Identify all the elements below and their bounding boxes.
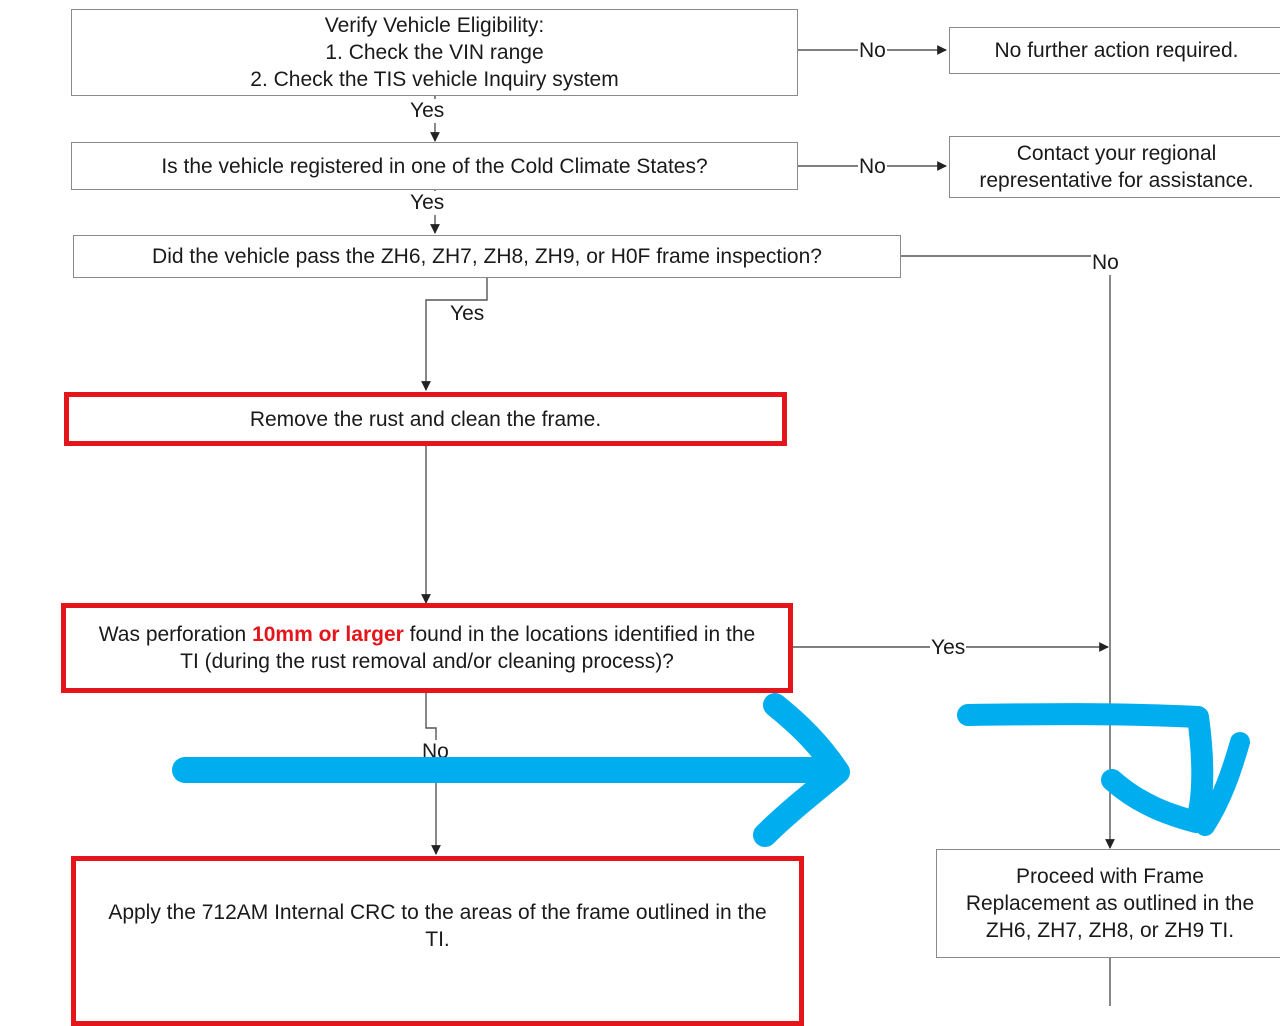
- node-text-line: Contact your regional: [1016, 142, 1217, 165]
- edge-label-verify-yes: Yes: [409, 99, 446, 123]
- node-frame-inspection-question: Did the vehicle pass the ZH6, ZH7, ZH8, …: [73, 235, 901, 278]
- node-contact-representative: Contact your regional representative for…: [949, 136, 1280, 198]
- node-text-line: Did the vehicle pass the ZH6, ZH7, ZH8, …: [152, 245, 822, 268]
- node-verify-eligibility: Verify Vehicle Eligibility: 1. Check the…: [71, 9, 798, 96]
- node-text-line: TI (during the rust removal and/or clean…: [180, 650, 674, 673]
- node-text-line: 2. Check the TIS vehicle Inquiry system: [250, 68, 619, 91]
- node-frame-replacement: Proceed with Frame Replacement as outlin…: [936, 849, 1280, 958]
- connector-perforation-no: [425, 693, 441, 855]
- edge-label-perforation-no: No: [421, 740, 450, 764]
- node-text-line: Remove the rust and clean the frame.: [249, 407, 602, 431]
- node-text-line: Replacement as outlined in the: [965, 892, 1255, 915]
- node-text-line: Is the vehicle registered in one of the …: [161, 154, 708, 178]
- node-no-further-action: No further action required.: [949, 27, 1280, 74]
- node-text-fragment: Was perforation: [98, 623, 253, 646]
- node-text-line: Was perforation 10mm or larger found in …: [99, 621, 755, 648]
- connector-inspection-yes: [421, 278, 488, 391]
- node-text-line: 1. Check the VIN range: [325, 41, 544, 64]
- edge-label-inspection-yes: Yes: [449, 302, 486, 326]
- connector-inspection-no: [901, 255, 1115, 849]
- node-remove-rust: Remove the rust and clean the frame.: [64, 392, 787, 446]
- edge-label-inspection-no: No: [1091, 251, 1120, 275]
- node-text-line: TI.: [425, 928, 450, 951]
- node-text-line: Proceed with Frame: [1016, 865, 1204, 888]
- edge-label-verify-no: No: [858, 39, 887, 63]
- node-perforation-question: Was perforation 10mm or larger found in …: [61, 603, 793, 693]
- edge-label-perforation-yes: Yes: [930, 636, 967, 660]
- node-text-line: Verify Vehicle Eligibility:: [324, 14, 545, 37]
- node-apply-crc: Apply the 712AM Internal CRC to the area…: [71, 856, 804, 1026]
- node-text-fragment: found in the locations identified in the: [403, 623, 756, 646]
- node-text-line: representative for assistance.: [979, 169, 1254, 192]
- node-text-line: ZH6, ZH7, ZH8, or ZH9 TI.: [985, 919, 1235, 942]
- edge-label-cold-yes: Yes: [409, 191, 446, 215]
- node-text-line: No further action required.: [994, 39, 1239, 62]
- edge-label-cold-no: No: [858, 155, 887, 179]
- node-text-line: Apply the 712AM Internal CRC to the area…: [108, 901, 767, 924]
- perforation-size-highlight: 10mm or larger: [252, 623, 404, 646]
- node-cold-climate-question: Is the vehicle registered in one of the …: [71, 142, 798, 190]
